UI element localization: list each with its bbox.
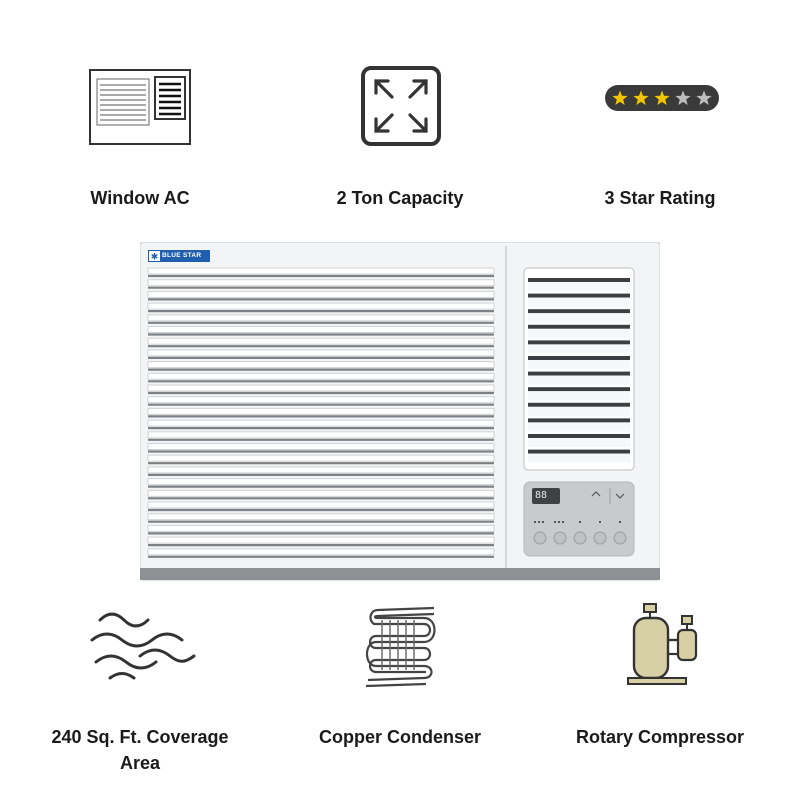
- condenser-coil-icon: [364, 604, 438, 690]
- feature-copper-condenser: Copper Condenser: [300, 600, 500, 780]
- feature-coverage-area: 240 Sq. Ft. Coverage Area: [40, 600, 240, 780]
- expand-arrows-icon: [360, 65, 442, 147]
- feature-rotary-compressor: Rotary Compressor: [560, 600, 760, 780]
- brand-badge-text: BLUE STAR: [162, 252, 202, 259]
- compressor-icon: [618, 600, 708, 690]
- star-empty-icon: [696, 90, 712, 105]
- feature-label-copper-condenser: Copper Condenser: [318, 727, 482, 747]
- star-empty-icon: [675, 90, 691, 105]
- feature-label-star-rating: 3 Star Rating: [604, 188, 716, 208]
- window-ac-product-image: ✱ BLUE STAR 88: [140, 242, 660, 582]
- window-ac-icon: [89, 69, 193, 147]
- svg-text:✱: ✱: [151, 253, 159, 263]
- star-filled-icon: [612, 90, 628, 105]
- display-readout: 88: [535, 490, 548, 501]
- airflow-waves-icon: [88, 610, 198, 682]
- feature-window-ac: Window AC: [60, 60, 220, 220]
- star-filled-icon: [654, 90, 670, 105]
- feature-label-coverage-area: 240 Sq. Ft. Coverage Area: [51, 727, 229, 773]
- star-rating-icon: [605, 85, 719, 111]
- feature-label-rotary-compressor: Rotary Compressor: [575, 727, 745, 747]
- feature-label-capacity: 2 Ton Capacity: [336, 188, 464, 208]
- star-filled-icon: [633, 90, 649, 105]
- feature-star-rating: 3 Star Rating: [580, 60, 740, 220]
- feature-capacity: 2 Ton Capacity: [310, 60, 490, 220]
- feature-label-window-ac: Window AC: [90, 188, 190, 208]
